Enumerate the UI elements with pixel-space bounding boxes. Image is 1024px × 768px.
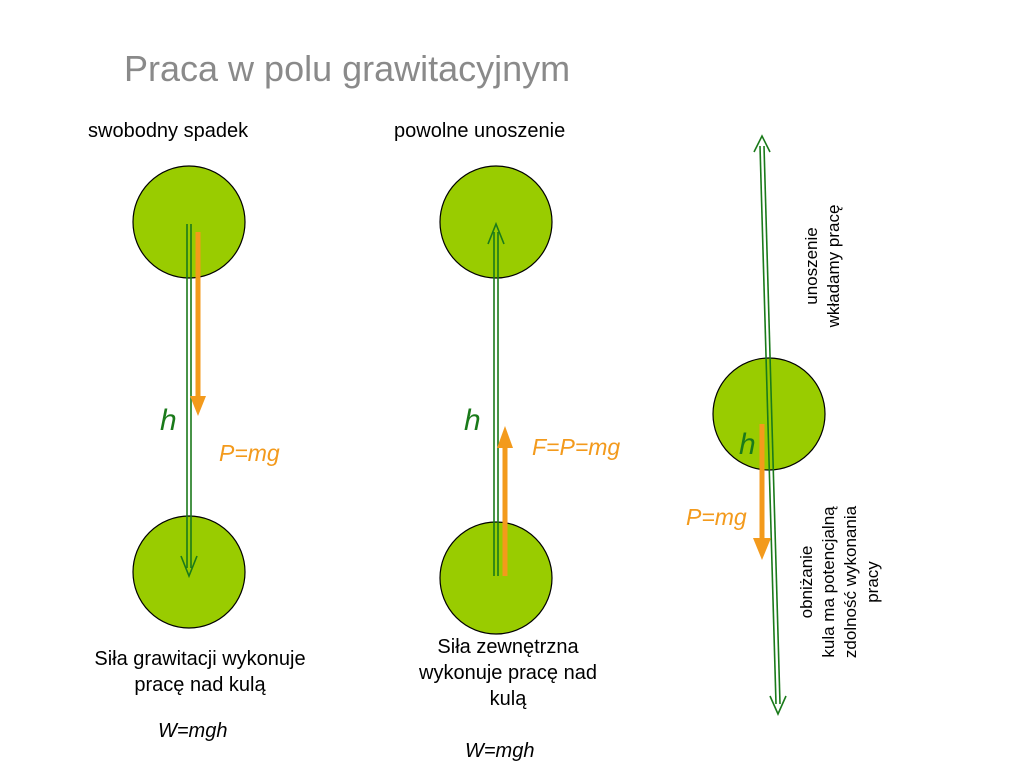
lowering-note: obniżanie kula ma potencjalną zdolność w… bbox=[796, 506, 884, 658]
note-line: pracy bbox=[863, 561, 882, 603]
panel-2-header: powolne unoszenie bbox=[394, 120, 566, 142]
height-arrow-2 bbox=[487, 221, 505, 576]
force-arrow-2 bbox=[497, 426, 513, 576]
page-title: Praca w polu grawitacyjnym bbox=[124, 48, 571, 89]
ball-bottom-1 bbox=[132, 515, 246, 629]
force-label-2: F=P=mg bbox=[532, 434, 621, 460]
note-line: obniżanie bbox=[797, 545, 816, 619]
force-arrow-3 bbox=[753, 424, 771, 560]
height-arrow-3 bbox=[753, 134, 787, 716]
height-label-1: h bbox=[160, 404, 177, 437]
force-label-3: P=mg bbox=[686, 504, 747, 530]
lifting-note: unoszenie wkładamy pracę bbox=[801, 205, 845, 328]
note-line: wkładamy pracę bbox=[824, 204, 843, 328]
caption-line: pracę nad kulą bbox=[134, 674, 266, 696]
ball-top-1 bbox=[132, 165, 246, 279]
panel-1-header: swobodny spadek bbox=[88, 120, 249, 142]
caption-line: wykonuje pracę nad bbox=[419, 662, 597, 684]
height-label-2: h bbox=[464, 404, 481, 437]
note-line: unoszenie bbox=[802, 227, 821, 305]
note-line: kula ma potencjalną bbox=[819, 506, 838, 658]
work-formula-1: W=mgh bbox=[158, 720, 228, 742]
height-label-3: h bbox=[739, 428, 756, 461]
work-formula-2: W=mgh bbox=[465, 740, 535, 762]
caption-line: kulą bbox=[489, 688, 527, 710]
force-arrow-1 bbox=[190, 232, 206, 416]
caption-line: Siła zewnętrzna bbox=[437, 636, 579, 658]
caption-line: Siła grawitacji wykonuje bbox=[94, 648, 306, 670]
force-label-1: P=mg bbox=[219, 440, 280, 466]
note-line: zdolność wykonania bbox=[841, 505, 860, 659]
panel-1-caption: Siła grawitacji wykonuje pracę nad kulą bbox=[40, 646, 360, 698]
ball-bottom-2 bbox=[439, 521, 553, 635]
panel-2-caption: Siła zewnętrzna wykonuje pracę nad kulą bbox=[358, 634, 658, 712]
